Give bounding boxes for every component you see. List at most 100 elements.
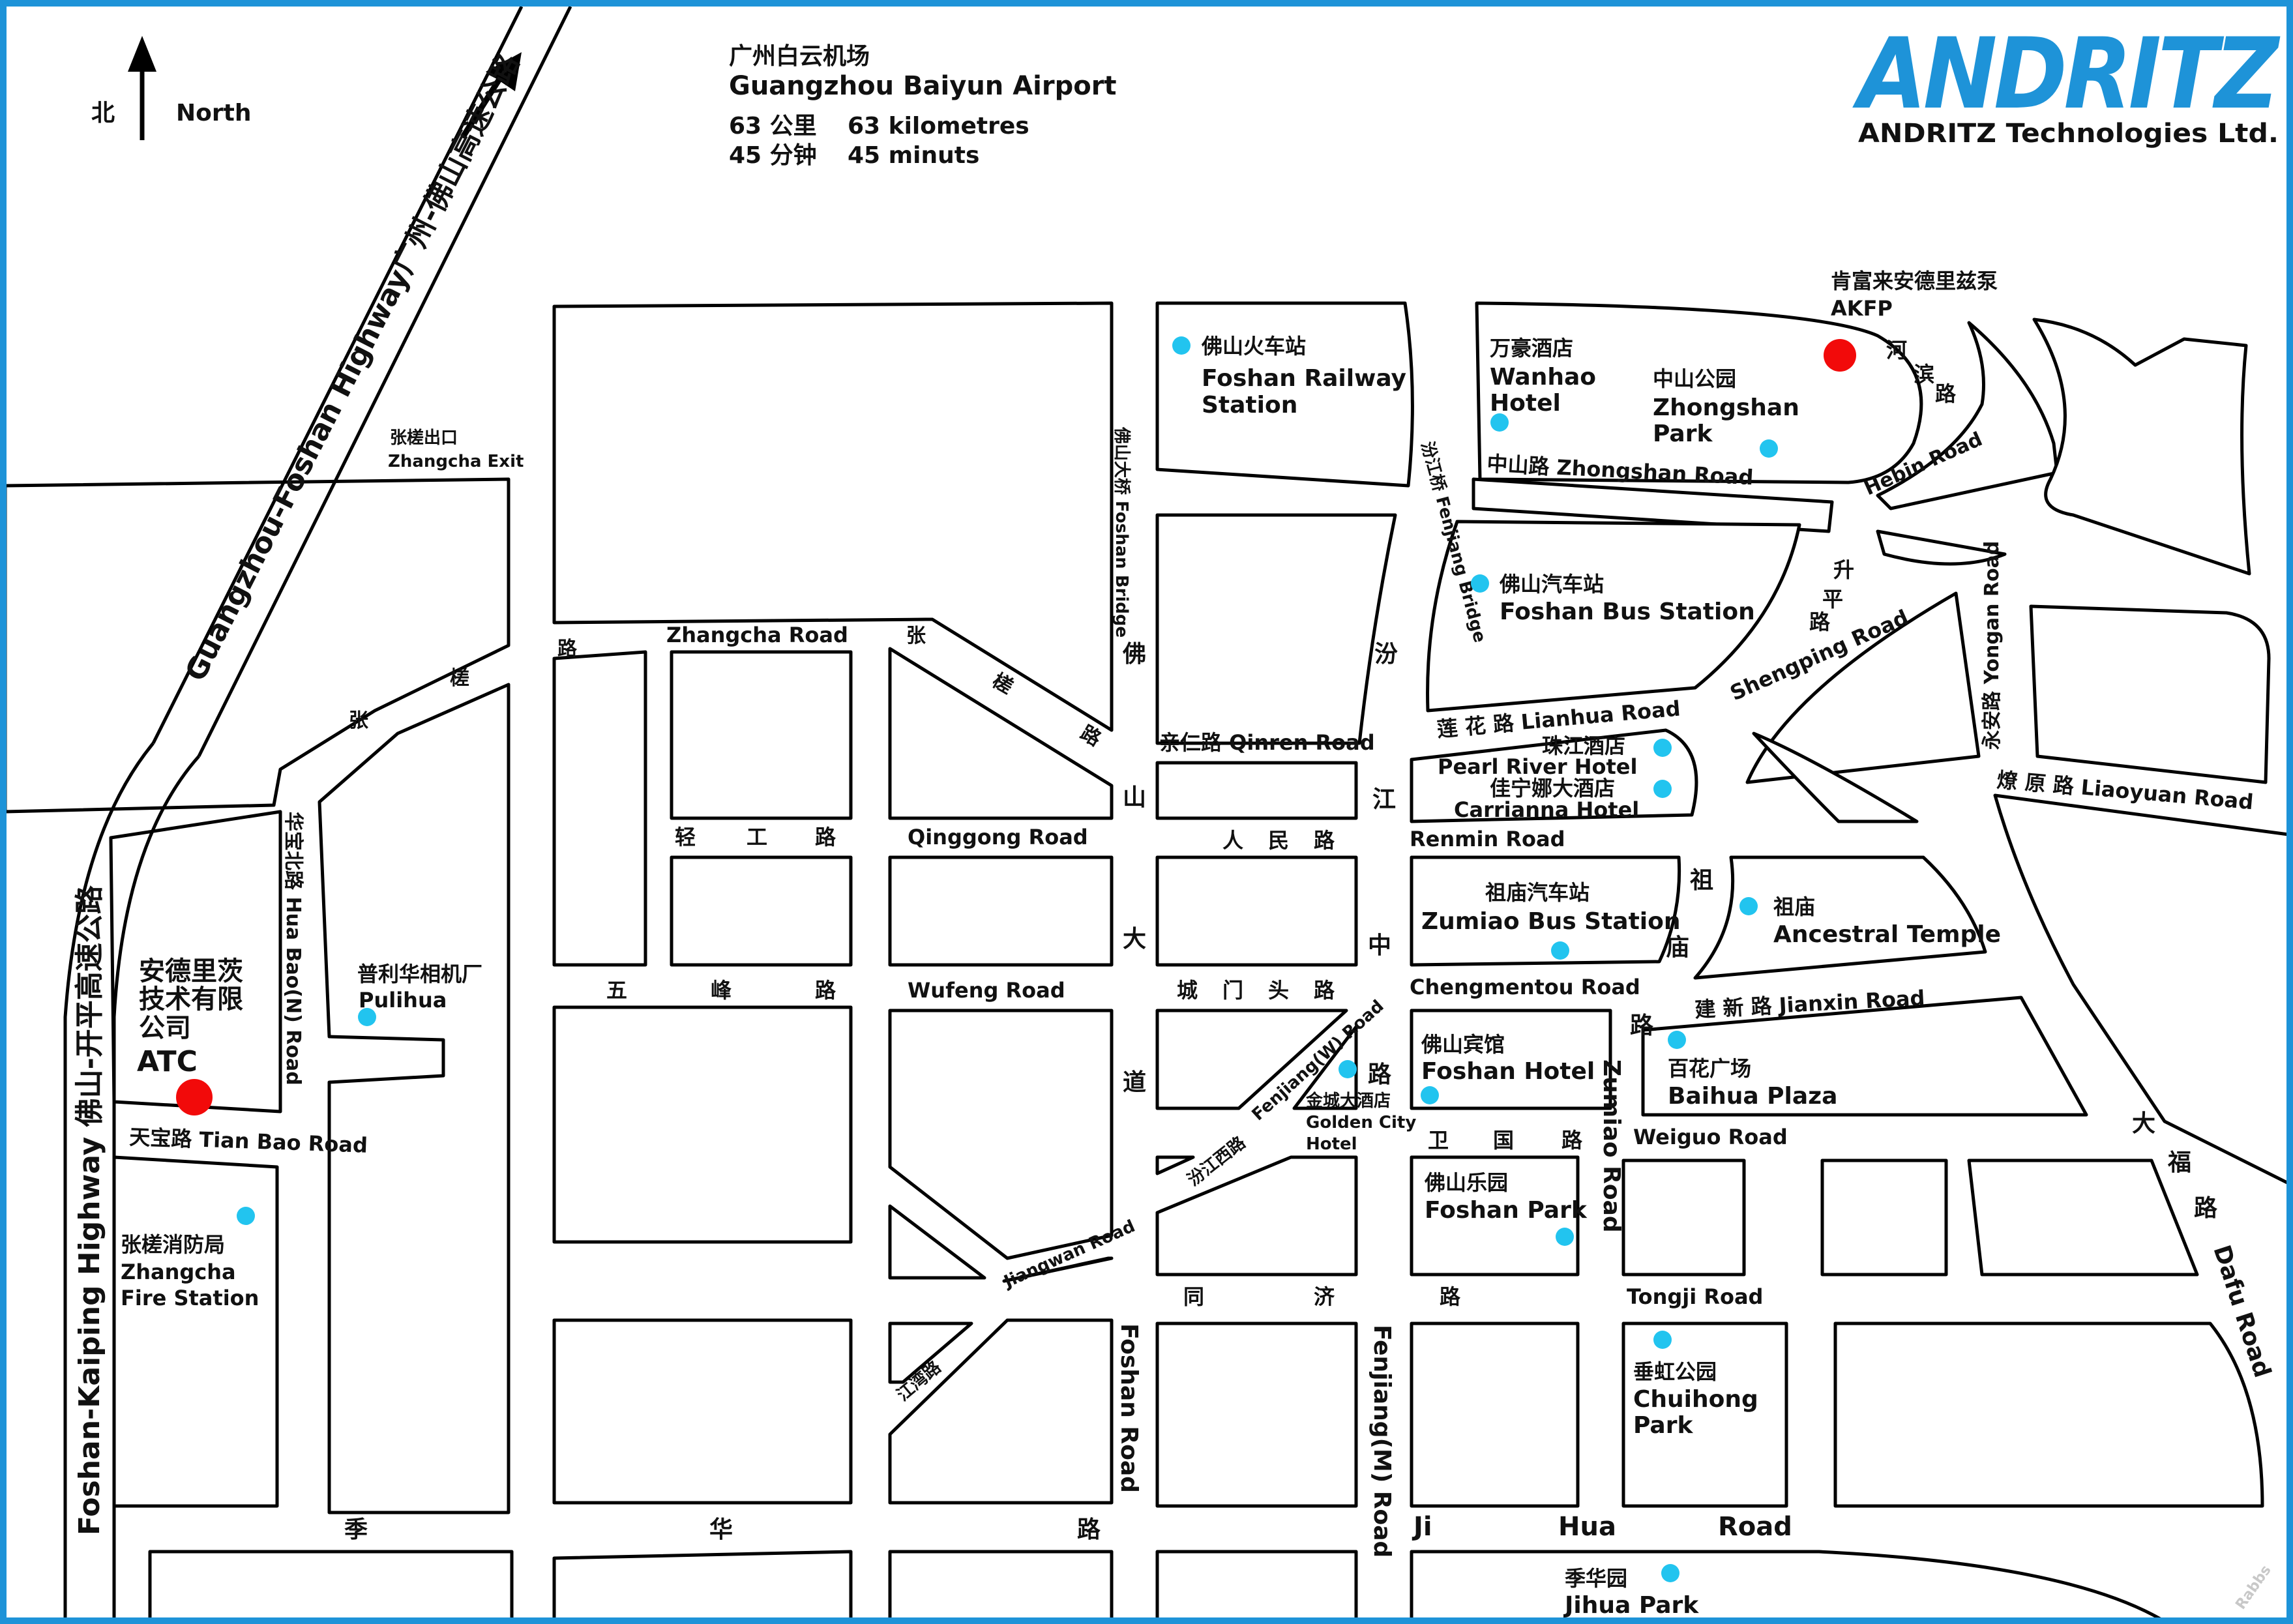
fire-station-marker-icon[interactable] (237, 1207, 255, 1225)
road-weiguo-en: Weiguo Road (1633, 1125, 1788, 1149)
foshan-kaiping-edge-west (63, 742, 155, 1623)
poi-fire-en2: Fire Station (121, 1286, 259, 1310)
block-w3 (670, 650, 853, 820)
road-qinggong-cn1: 轻 (675, 825, 696, 849)
block-m7 (1155, 1155, 1195, 1175)
road-shengping-cn1: 升 (1833, 557, 1854, 582)
block-shengping-e (1745, 591, 1981, 784)
bus-station-marker-icon[interactable] (1471, 574, 1489, 593)
road-zumiao-cn1: 祖 (1690, 867, 1713, 894)
road-renmin-cn1: 人 (1222, 828, 1243, 853)
block-hebin-strip (1876, 321, 2059, 510)
poi-pulihua-cn: 普利华相机厂 (357, 962, 482, 986)
road-wufeng-en: Wufeng Road (908, 978, 1065, 1003)
distance-cn: 63 公里 (729, 113, 817, 140)
ancestral-temple-marker-icon[interactable] (1739, 897, 1758, 915)
company-name: ANDRITZ Technologies Ltd. (1858, 119, 2279, 149)
zhongshan-park-marker-icon[interactable] (1760, 439, 1778, 458)
road-zumiao-cn2: 庙 (1666, 934, 1689, 961)
block-chuihong (1621, 1321, 1788, 1508)
poi-wanhao-cn: 万豪酒店 (1490, 336, 1573, 361)
golden-city-marker-icon[interactable] (1339, 1060, 1357, 1078)
road-fj-lu: 路 (1368, 1061, 1392, 1088)
road-weiguo-cn2: 国 (1493, 1128, 1514, 1153)
block-far-east (1993, 793, 2290, 1185)
road-wufeng-cn2: 峰 (711, 978, 732, 1003)
block-w12 (888, 1321, 973, 1384)
road-zhang-1: 张 (906, 625, 926, 647)
road-fj-fen: 汾 (1374, 641, 1398, 668)
poi-golden-en1: Golden City (1306, 1113, 1416, 1132)
road-zumiao-cn3: 路 (1630, 1012, 1654, 1039)
airport-cn: 广州白云机场 (729, 43, 870, 70)
road-chengmentou-cn3: 头 (1268, 978, 1289, 1003)
baihua-plaza-marker-icon[interactable] (1668, 1031, 1686, 1049)
road-fs-fo: 佛 (1122, 641, 1146, 668)
poi-atc-cn1: 安德里茨 (139, 956, 243, 986)
road-yongan: 永安路 Yongan Road (1981, 541, 2004, 750)
block-b2 (552, 1550, 853, 1624)
carrianna-marker-icon[interactable] (1653, 780, 1672, 798)
block-fire-station (112, 1155, 279, 1508)
road-dafu-cn2: 福 (2167, 1149, 2191, 1176)
road-zl-zhang: 张 (349, 709, 368, 732)
block-w4 (888, 647, 1114, 820)
poi-zumiao-bus-cn: 祖庙汽车站 (1485, 880, 1590, 905)
block-foshan-hotel (1410, 1009, 1612, 1110)
zumiao-bus-marker-icon[interactable] (1551, 941, 1569, 960)
poi-atc-cn2: 技术有限 (139, 984, 243, 1014)
road-jihua-cn1: 季 (344, 1516, 368, 1543)
block-b3 (888, 1550, 1114, 1624)
block-w6 (888, 855, 1114, 967)
block-small-east (1876, 529, 2007, 566)
block-m-f1 (1410, 1321, 1580, 1508)
duration-cn: 45 分钟 (729, 142, 817, 169)
road-zhang-3: 路 (1076, 722, 1105, 752)
zhangcha-exit-en: Zhangcha Exit (388, 452, 524, 471)
block-w11 (552, 1318, 853, 1505)
railway-station-marker-icon[interactable] (1172, 336, 1191, 355)
pearl-river-marker-icon[interactable] (1653, 739, 1672, 757)
road-wufeng-cn3: 路 (815, 978, 836, 1003)
chuihong-park-marker-icon[interactable] (1653, 1331, 1672, 1349)
road-zhangcha-en: Zhangcha Road (666, 623, 848, 647)
road-tongji-cn1: 同 (1183, 1284, 1204, 1309)
jihua-park-marker-icon[interactable] (1661, 1564, 1679, 1582)
road-fs-shan: 山 (1123, 784, 1146, 811)
poi-railway-cn: 佛山火车站 (1201, 334, 1306, 359)
atc-location-marker-icon[interactable] (176, 1079, 213, 1115)
road-zhangcha-lu: 路 (557, 638, 578, 660)
poi-foshan-park-en: Foshan Park (1425, 1197, 1588, 1224)
block-bus-station (1426, 520, 1801, 713)
gz-foshan-highway-edge-east (197, 5, 572, 758)
poi-zhongshan-park-cn: 中山公园 (1653, 366, 1736, 391)
block-w9 (888, 1204, 986, 1280)
foshan-park-marker-icon[interactable] (1556, 1228, 1574, 1246)
akfp-location-marker-icon[interactable] (1824, 339, 1856, 372)
pulihua-marker-icon[interactable] (358, 1008, 376, 1026)
block-m9 (1155, 1321, 1358, 1508)
block-temple (1693, 855, 1987, 980)
block-zhongshan-strip (1472, 477, 1834, 533)
poi-baihua-en: Baihua Plaza (1668, 1083, 1837, 1110)
road-zhang-2: 槎 (988, 670, 1016, 699)
poi-fire-en1: Zhangcha (121, 1260, 236, 1284)
poi-fire-cn: 张槎消防局 (121, 1232, 225, 1257)
poi-temple-en: Ancestral Temple (1773, 921, 2001, 948)
block-yongan-e (2029, 604, 2271, 784)
foshan-hotel-marker-icon[interactable] (1421, 1086, 1439, 1104)
road-dafu-cn1: 大 (2132, 1110, 2155, 1137)
wanhao-marker-icon[interactable] (1490, 413, 1509, 432)
poi-akfp-en: AKFP (1831, 296, 1893, 321)
road-fj-jiang: 江 (1372, 786, 1396, 813)
block-b1 (148, 1550, 514, 1624)
poi-foshan-park-cn: 佛山乐园 (1424, 1170, 1508, 1195)
road-weiguo-cn1: 卫 (1428, 1128, 1449, 1153)
foshan-kaiping-highway-label: Foshan-Kaiping Highway 佛山-开平高速公路 (73, 885, 106, 1535)
road-zumiao-en: Zumiao Road (1598, 1059, 1625, 1233)
road-qinren: 亲仁路 Qinren Road (1159, 730, 1375, 755)
block-se (1833, 1321, 2264, 1508)
poi-foshan-hotel-cn: 佛山宾馆 (1421, 1032, 1505, 1057)
duration-en: 45 minuts (848, 142, 979, 169)
